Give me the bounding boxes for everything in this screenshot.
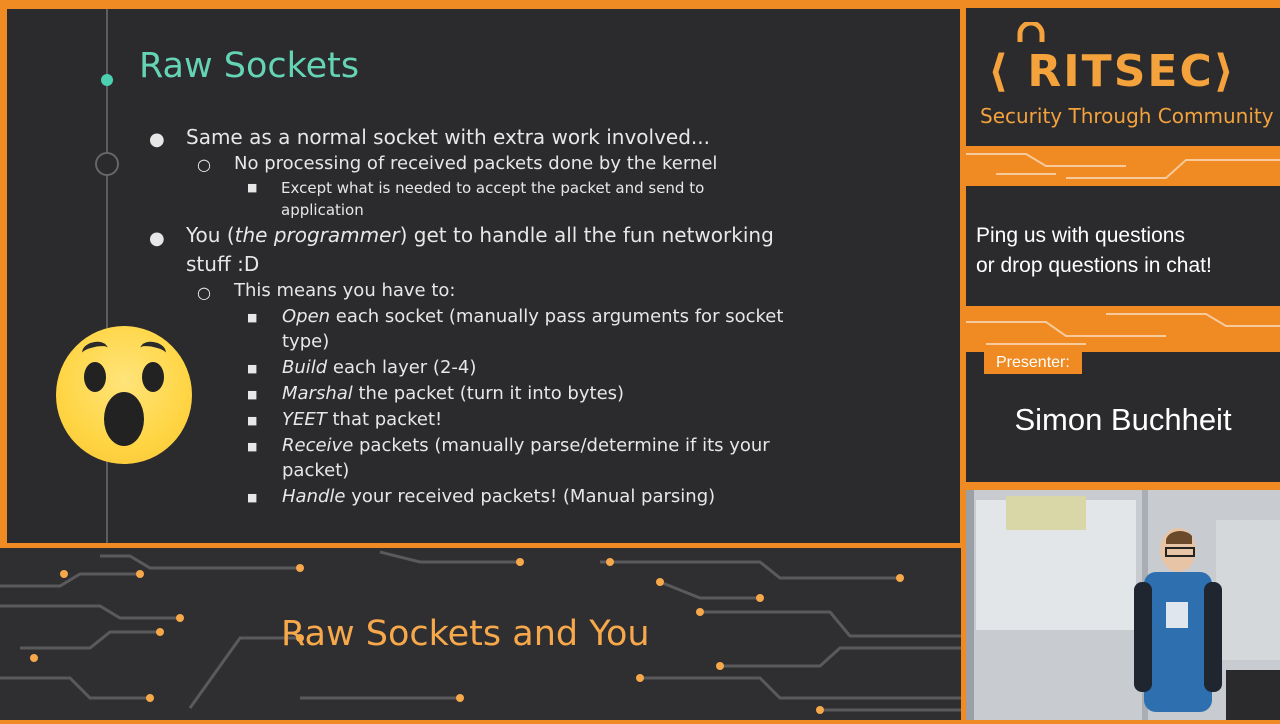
bullet-square-icon: ■ (247, 362, 258, 375)
list-item-marshal: Marshal the packet (turn it into bytes) (282, 383, 625, 404)
list-item-handle: Handle your received packets! (Manual pa… (282, 486, 716, 507)
bullet-disc-icon: ● (149, 228, 165, 249)
list-item-receive: Receive packets (manually parse/determin… (282, 435, 770, 456)
bullet-square-icon: ■ (247, 388, 258, 401)
questions-text-line1: Ping us with questions (976, 224, 1185, 247)
bullet-square-icon: ■ (247, 311, 258, 324)
lock-icon (1017, 22, 1045, 42)
list-item-build: Build each layer (2-4) (282, 357, 477, 378)
list-item-open-cont: type) (282, 331, 330, 352)
bullet-square-icon: ■ (247, 440, 258, 453)
list-item-receive-cont: packet) (282, 460, 350, 481)
tagline: Security Through Community (980, 104, 1274, 128)
slide-title: Raw Sockets (139, 46, 360, 86)
timeline-ring (95, 152, 119, 176)
sub-bullet-text: No processing of received packets done b… (234, 153, 718, 174)
circuit-traces-icon (0, 550, 961, 714)
bullet-text: Same as a normal socket with extra work … (186, 125, 710, 149)
questions-panel: Ping us with questions or drop questions… (966, 186, 1280, 306)
sub-sub-bullet-text-cont: application (281, 201, 364, 219)
sub-sub-bullet-text: Except what is needed to accept the pack… (281, 179, 705, 197)
bullet-text-cont: stuff :D (186, 252, 260, 276)
webcam-feed (966, 490, 1280, 720)
bullet-disc-icon: ● (149, 129, 165, 150)
ritsec-logo-panel: ⟨ RITSEC⟩ Security Through Community (966, 8, 1280, 146)
list-item-yeet: YEET that packet! (282, 409, 443, 430)
bullet-circle-icon: ○ (197, 155, 211, 174)
presenter-name: Simon Buchheit (1014, 402, 1232, 437)
circuit-strip-icon (966, 306, 1280, 352)
stream-title: Raw Sockets and You (281, 614, 650, 654)
webcam-scene-icon (966, 490, 1280, 720)
circuit-banner (0, 548, 961, 720)
presenter-panel: Presenter: Simon Buchheit (966, 352, 1280, 482)
bullet-square-icon: ■ (247, 414, 258, 427)
sub-bullet-text: This means you have to: (234, 280, 456, 301)
surprised-emoji-icon (56, 326, 192, 464)
bullet-square-icon: ■ (247, 181, 258, 194)
circuit-strip-icon (966, 146, 1280, 186)
ritsec-logo: ⟨ RITSEC⟩ (988, 46, 1236, 97)
bullet-square-icon: ■ (247, 491, 258, 504)
bullet-circle-icon: ○ (197, 283, 211, 302)
slide-panel: Raw Sockets ● Same as a normal socket wi… (7, 9, 960, 543)
questions-text-line2: or drop questions in chat! (976, 254, 1212, 277)
list-item-open: Open each socket (manually pass argument… (282, 306, 784, 327)
bullet-text: You (the programmer) get to handle all t… (186, 223, 774, 247)
timeline-dot (101, 74, 113, 86)
timeline-line (106, 9, 108, 543)
presenter-label: Presenter: (984, 352, 1082, 374)
